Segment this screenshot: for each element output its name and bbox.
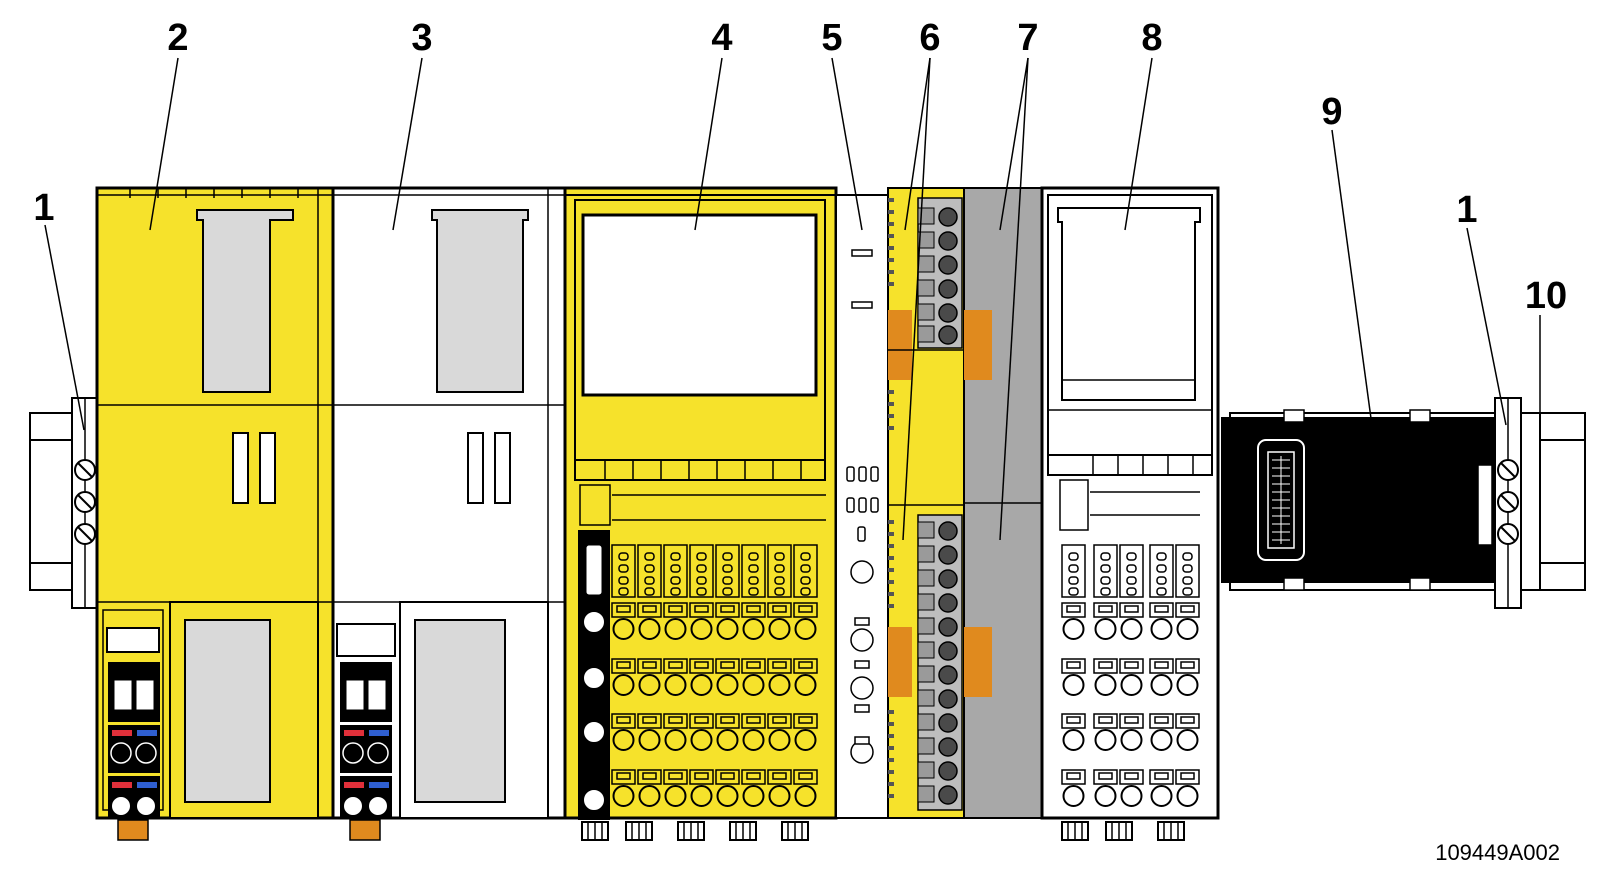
- callout-1-right: 1: [1456, 189, 1477, 231]
- callout-4: 4: [711, 17, 732, 59]
- figure-id: 109449A002: [1435, 840, 1560, 865]
- callout-3: 3: [411, 17, 432, 59]
- callout-9: 9: [1321, 91, 1342, 133]
- callouts: 1 2 3 4 5 6 7 8 9 1 10: [33, 17, 1567, 317]
- module-6-yellow-terminal: [887, 187, 965, 819]
- module-4-yellow-io: [563, 186, 838, 841]
- module-5-separator: [835, 194, 889, 819]
- module-3-white: [331, 186, 567, 841]
- module-8-white-io: [1040, 186, 1220, 841]
- callout-10: 10: [1525, 275, 1567, 317]
- callout-5: 5: [821, 17, 842, 59]
- callout-6: 6: [919, 17, 940, 59]
- callout-2: 2: [167, 17, 188, 59]
- module-2-yellow-head: [95, 186, 335, 841]
- module-7-grey: [963, 187, 1043, 819]
- callout-1-left: 1: [33, 187, 54, 229]
- end-clamp-right: [1494, 397, 1522, 609]
- end-clamp-left: [71, 397, 99, 609]
- callout-7: 7: [1017, 17, 1038, 59]
- leader-lines: [44, 57, 1541, 541]
- module-9-bus-connector: [1221, 409, 1498, 591]
- callout-8: 8: [1141, 17, 1162, 59]
